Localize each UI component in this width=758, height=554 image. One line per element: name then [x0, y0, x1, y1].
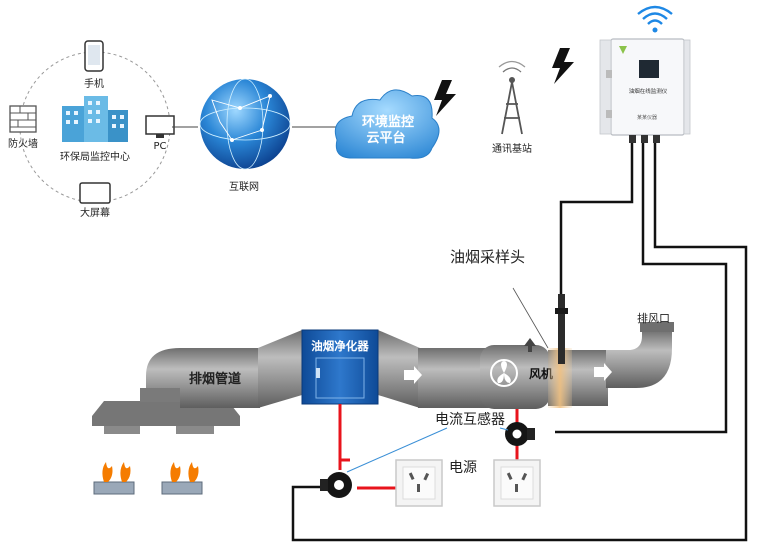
- current-transformer-icon: [505, 422, 535, 446]
- exhaust-duct: [140, 322, 674, 409]
- pc-icon: [145, 115, 175, 138]
- ct-pointer: [499, 427, 509, 431]
- device-screen: [639, 60, 659, 78]
- power-label: 电源: [449, 460, 477, 476]
- sampling-probe: [555, 294, 568, 364]
- device-title: 油烟在线监测仪: [629, 87, 668, 95]
- fan-icon: [490, 359, 518, 387]
- wire-sampling-head: [559, 143, 634, 294]
- power-socket: [395, 459, 443, 507]
- pc-label: PC: [153, 141, 166, 152]
- black-wires: [291, 143, 748, 542]
- monitoring-center-group: 手机 防火墙 环保局监控中心: [8, 40, 175, 219]
- device-brand: 某某仪器: [637, 115, 657, 121]
- red-wires: [338, 404, 519, 490]
- big-screen-icon: [79, 182, 111, 204]
- internet-label: 互联网: [229, 181, 259, 193]
- lightning-icon: [434, 80, 456, 116]
- phone-icon: [84, 40, 104, 72]
- monitor-device: 油烟在线监测仪 某某仪器: [599, 38, 691, 143]
- flow-arrow-icon: [404, 366, 422, 384]
- outlet-label: 排风口: [637, 311, 670, 325]
- ct-pointer: [346, 427, 448, 473]
- building-icon: [62, 96, 128, 142]
- flow-arrow-icon: [594, 363, 612, 381]
- firewall-icon: [9, 105, 37, 133]
- cloud-label-line2: 云平台: [366, 130, 405, 146]
- current-transformer-label: 电流互感器: [435, 411, 505, 428]
- duct-label: 排烟管道: [189, 371, 241, 387]
- flow-arrow-icon: [524, 338, 536, 352]
- current-transformer-icon: [320, 472, 352, 498]
- phone-label: 手机: [84, 77, 104, 90]
- cloud-label-line1: 环境监控: [362, 114, 414, 130]
- lightning-icon: [552, 48, 574, 84]
- purifier-unit: [301, 329, 379, 405]
- wifi-icon: [637, 5, 673, 33]
- purifier-label: 油烟净化器: [311, 339, 369, 353]
- base-station-label: 通讯基站: [492, 142, 532, 155]
- center-label: 环保局监控中心: [60, 150, 130, 163]
- logo-icon: [619, 46, 627, 54]
- burners: [93, 462, 203, 495]
- sampling-head-label: 油烟采样头: [450, 248, 525, 266]
- globe-icon: [199, 78, 291, 170]
- big-screen-label: 大屏幕: [80, 206, 110, 219]
- power-socket: [493, 459, 541, 507]
- sampling-pointer: [512, 287, 549, 349]
- firewall-label: 防火墙: [8, 137, 38, 150]
- fan-label: 风机: [529, 366, 553, 381]
- tower-icon: [498, 60, 526, 135]
- cloud-icon: [334, 89, 440, 159]
